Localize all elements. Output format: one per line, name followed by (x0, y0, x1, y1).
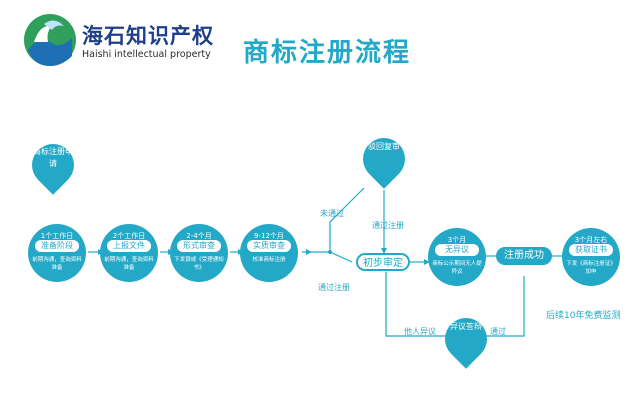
stage-prepare-note: 前期沟通，查询资料准备 (32, 257, 82, 271)
stage-formal-review-note: 下发银或《受理通知书》 (174, 257, 224, 271)
logo-name: 海石知识产权 (82, 24, 214, 48)
label-passed-review: 通过注册 (372, 221, 404, 230)
line-not-passed (329, 187, 365, 252)
stage-submit-label: 上报文件 (107, 240, 151, 252)
stage-formal-review: 2-4个月 形式审查 下发银或《受理通知书》 (170, 224, 228, 282)
label-passed-bottom: 通过注册 (318, 283, 350, 292)
haishi-logo-icon (24, 14, 76, 66)
register-success-node: 注册成功 (496, 247, 552, 265)
label-others-objection: 他人异议 (404, 327, 436, 336)
certificate-note: 下发《商标注册证》加申 (566, 261, 616, 275)
stage-submit: 2个工作日 上报文件 前期沟通，查询资料准备 (100, 224, 158, 282)
stage-prepare-duration: 1个工作日 (40, 232, 74, 240)
stage-substantive-review: 9-12个月 实质审查 核准商标注册 (240, 224, 298, 282)
objection-bubble: 异议答辩 (450, 322, 482, 331)
label-not-passed: 未通过 (320, 209, 344, 218)
no-objection-note: 商标公示期间无人提异议 (432, 261, 482, 275)
start-bubble: 商标注册申请 (33, 147, 73, 168)
label-passed: 通过 (490, 327, 506, 336)
stage-substantive-review-note: 核准商标注册 (252, 257, 286, 263)
page-title: 商标注册流程 (243, 38, 412, 68)
stage-formal-review-duration: 2-4个月 (186, 232, 212, 240)
monitoring-note: 后续10年免费监测 (546, 311, 621, 321)
stage-substantive-review-label: 实质审查 (247, 240, 291, 252)
no-objection-label: 无异议 (435, 244, 479, 256)
reject-bubble: 驳回复审 (368, 142, 400, 151)
stage-substantive-review-duration: 9-12个月 (254, 232, 284, 240)
line-prelim-objection (385, 272, 450, 337)
logo-subtitle: Haishi intellectual property (82, 49, 211, 60)
stage-no-objection: 3个月 无异议 商标公示期间无人提异议 (428, 228, 486, 286)
certificate-label: 获取证书 (569, 244, 613, 256)
stage-formal-review-label: 形式审查 (177, 240, 221, 252)
stage-submit-note: 前期沟通，查询资料准备 (104, 257, 154, 271)
prelim-node: 初步审定 (356, 253, 410, 271)
line-objection-register (486, 276, 525, 337)
stage-prepare-label: 准备阶段 (35, 240, 79, 252)
no-objection-duration: 3个月 (447, 236, 467, 244)
certificate-duration: 3个月左右 (574, 236, 608, 244)
stage-certificate: 3个月左右 获取证书 下发《商标注册证》加申 (562, 228, 620, 286)
line-junction-prelim (329, 251, 353, 263)
stage-prepare: 1个工作日 准备阶段 前期沟通，查询资料准备 (28, 224, 86, 282)
stage-submit-duration: 2个工作日 (112, 232, 146, 240)
